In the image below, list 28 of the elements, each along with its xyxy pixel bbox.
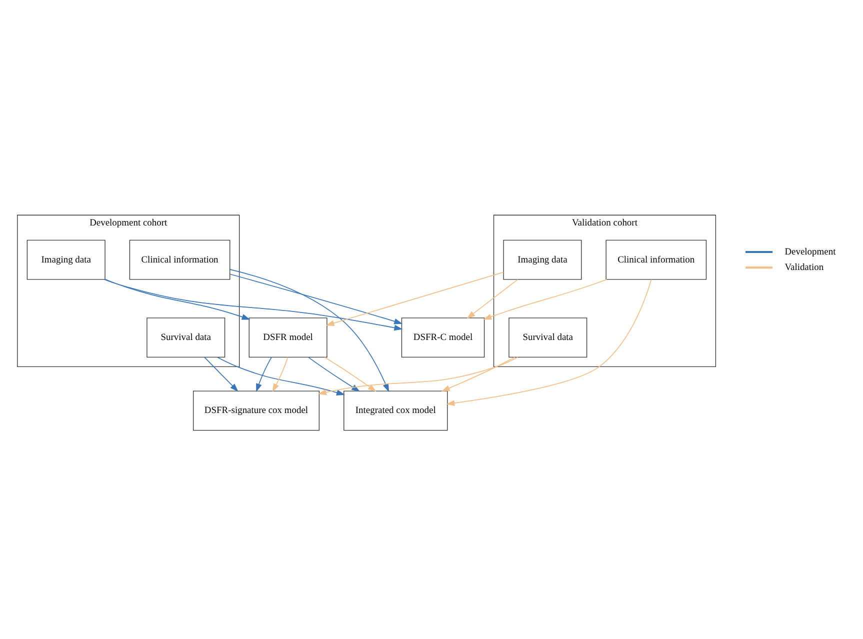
- node-box: DSFR model: [248, 317, 328, 358]
- arrow: [216, 356, 346, 395]
- arrow: [256, 356, 272, 392]
- arrow: [326, 271, 504, 326]
- arrow: [466, 278, 518, 318]
- node-box: Imaging data: [503, 239, 582, 280]
- arrow: [483, 278, 608, 320]
- node-box: Integrated cox model: [344, 390, 448, 430]
- node-box: Clinical information: [129, 239, 230, 280]
- arrow: [204, 356, 238, 392]
- arrow: [446, 278, 652, 406]
- arrow: [104, 278, 403, 330]
- arrow: [230, 268, 390, 392]
- legend-label: Validation: [784, 262, 824, 273]
- node-box: DSFR-signature cox model: [192, 390, 320, 430]
- arrow: [441, 356, 516, 392]
- node-box: Imaging data: [26, 239, 106, 280]
- arrow: [230, 273, 403, 324]
- node-box: Survival data: [508, 317, 588, 358]
- node-box: DSFR-C model: [401, 317, 485, 358]
- arrow: [272, 356, 288, 392]
- arrow: [324, 356, 376, 392]
- node-box: Clinical information: [606, 239, 707, 280]
- arrow: [308, 356, 360, 392]
- node-box: Survival data: [146, 317, 226, 358]
- arrow: [318, 356, 518, 395]
- arrow: [104, 278, 250, 320]
- legend-label: Development: [784, 247, 836, 257]
